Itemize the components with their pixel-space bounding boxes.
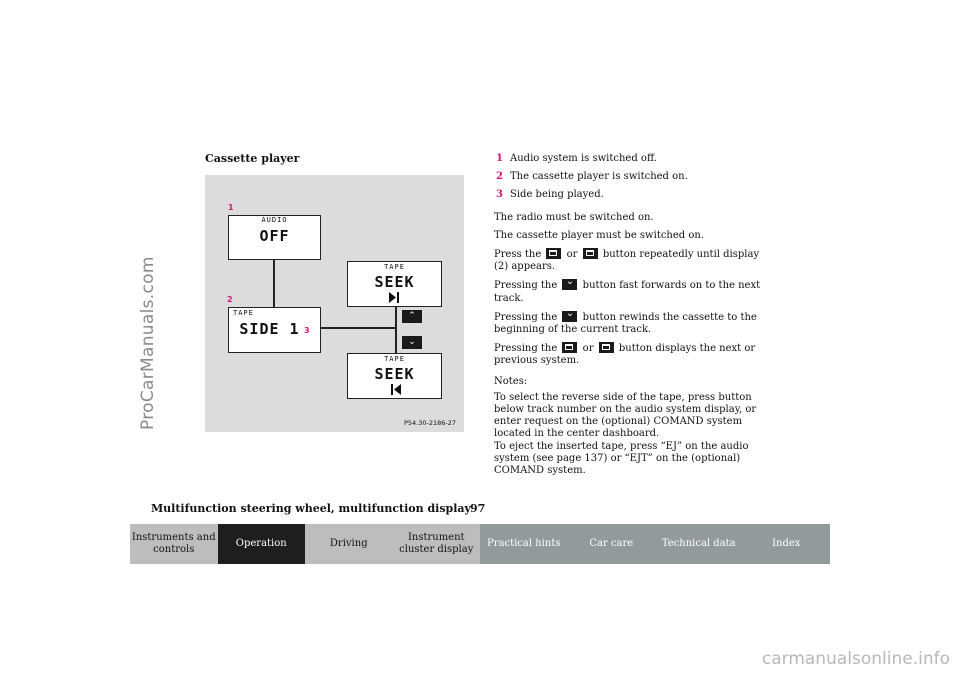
display-audio-off: AUDIO OFF: [228, 215, 321, 260]
next-track-icon: [389, 292, 399, 303]
legend-number: 1: [496, 153, 503, 164]
note: To select the reverse side of the tape, …: [494, 391, 757, 440]
callout-2: 2: [227, 295, 233, 304]
down-arrow-button-icon: [562, 308, 578, 322]
watermark-bottom: carmanualsonline.info: [761, 649, 950, 669]
paragraph: Press the or button repeatedly until dis…: [494, 248, 764, 273]
connector-line: [273, 260, 275, 307]
instructions-column: 1 Audio system is switched off. 2 The ca…: [494, 153, 764, 483]
legend-text: Audio system is switched off.: [510, 153, 657, 164]
connector-line: [395, 306, 397, 353]
display-label: TAPE: [384, 355, 405, 363]
paragraph: Pressing the button rewinds the cassette…: [494, 308, 764, 336]
display-button-icon: [598, 342, 614, 354]
chapter-nav-bar: Instruments and controls Operation Drivi…: [130, 524, 830, 564]
text: button repeatedly until display (2) appe…: [494, 249, 760, 273]
legend-item: 1 Audio system is switched off.: [494, 153, 764, 165]
nav-tab-operation[interactable]: Operation: [217, 524, 305, 564]
footer-section-title: Multifunction steering wheel, multifunct…: [151, 502, 471, 515]
page-number: 97: [470, 502, 486, 515]
nav-tab-technical-data[interactable]: Technical data: [655, 524, 743, 564]
note: To eject the inserted tape, press “EJ” o…: [494, 440, 749, 477]
text: button fast forwards on to the next trac…: [494, 280, 761, 304]
display-seek-back: TAPE SEEK: [347, 353, 442, 399]
legend-number: 2: [496, 171, 503, 183]
legend-text: The cassette player is switched on.: [510, 171, 688, 183]
nav-tab-driving[interactable]: Driving: [305, 524, 393, 564]
connector-line: [321, 327, 395, 329]
display-button-icon: [582, 248, 598, 260]
display-label: AUDIO: [261, 216, 288, 224]
text: Pressing the: [494, 343, 558, 355]
paragraph: The cassette player must be switched on.: [494, 229, 705, 241]
callout-1: 1: [228, 203, 234, 212]
watermark-side: ProCarManuals.com: [138, 256, 158, 430]
previous-track-icon: [391, 384, 401, 395]
down-arrow-button-icon: ⌄: [402, 336, 422, 349]
text: button displays the next or previous sys…: [494, 343, 756, 367]
down-arrow-button-icon: [562, 276, 578, 291]
section-title: Cassette player: [205, 152, 300, 165]
display-label: TAPE: [384, 263, 405, 271]
callout-3: 3: [304, 326, 310, 335]
paragraph: Pressing the button fast forwards on to …: [494, 276, 764, 304]
legend-item: 2 The cassette player is switched on.: [494, 171, 764, 183]
text: Pressing the: [494, 311, 558, 323]
notes-label: Notes:: [494, 375, 528, 387]
display-label: TAPE: [233, 309, 254, 317]
display-value: SEEK: [374, 273, 415, 291]
display-tape-side: TAPE SIDE 1 3: [228, 307, 321, 353]
display-value: SIDE 1: [239, 320, 300, 338]
up-arrow-button-icon: ⌃: [402, 310, 422, 323]
text: Pressing the: [494, 280, 558, 292]
display-button-icon: [562, 342, 578, 354]
nav-tab-instrument-cluster-display[interactable]: Instrument cluster display: [392, 524, 480, 564]
display-seek-forward: TAPE SEEK: [347, 261, 442, 307]
legend-text: Side being played.: [510, 189, 604, 201]
display-value: SEEK: [374, 365, 415, 383]
nav-tab-instruments-and-controls[interactable]: Instruments and controls: [130, 524, 218, 564]
text: or: [582, 343, 594, 355]
figure-code: P54.30-2186-27: [403, 419, 456, 427]
text: button rewinds the cassette to the begin…: [494, 311, 757, 336]
display-button-icon: [546, 248, 562, 260]
text: Press the: [494, 249, 542, 261]
legend-number: 3: [496, 189, 503, 201]
paragraph: Pressing the or button displays the next…: [494, 342, 764, 367]
nav-tab-practical-hints[interactable]: Practical hints: [480, 524, 568, 564]
nav-tab-car-care[interactable]: Car care: [567, 524, 655, 564]
paragraph: The radio must be switched on.: [494, 211, 654, 223]
display-value: OFF: [259, 227, 290, 245]
cassette-display-figure: 1 AUDIO OFF 2 TAPE SIDE 1 3 TAPE SEEK ⌃ …: [205, 175, 464, 432]
nav-tab-index[interactable]: Index: [742, 524, 830, 564]
text: or: [566, 249, 578, 261]
legend-item: 3 Side being played.: [494, 189, 764, 201]
